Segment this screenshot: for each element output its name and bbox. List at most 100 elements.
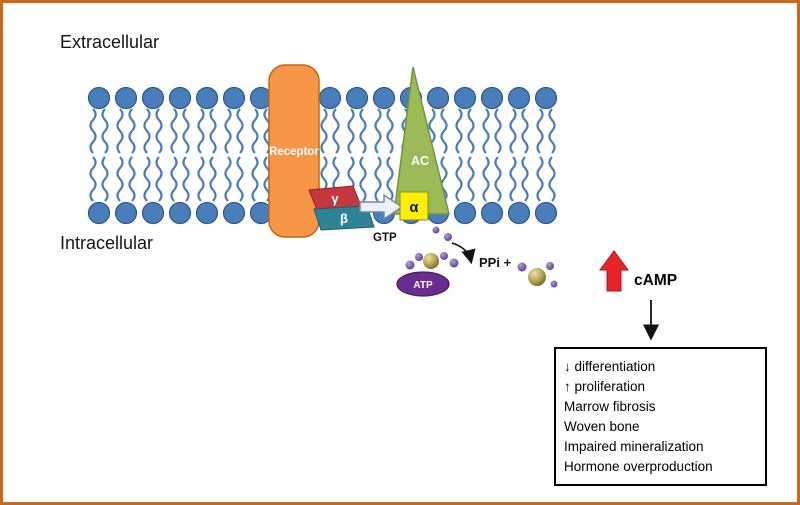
camp-sphere <box>528 268 546 286</box>
effect-item-6: Hormone overproduction <box>564 459 713 474</box>
lipid-tail <box>116 156 124 202</box>
lipid-head <box>168 201 192 225</box>
ac-label: AC <box>411 154 429 168</box>
lipid-tail <box>155 156 163 202</box>
lipid-tail <box>197 156 205 202</box>
lipid-head <box>114 86 138 110</box>
lipid-tail <box>440 156 448 202</box>
lipid-tail <box>143 156 151 202</box>
alpha-label: α <box>410 200 419 216</box>
lipid-tail <box>155 108 163 154</box>
lipid-tail <box>182 156 190 202</box>
lipid-head <box>141 86 165 110</box>
lipid-head <box>480 86 504 110</box>
lipid-tail <box>386 156 394 202</box>
atp-to-ppi-arrow <box>451 242 476 265</box>
lipid-tail <box>101 108 109 154</box>
lipid-tail <box>455 156 463 202</box>
lipid-tail <box>224 156 232 202</box>
phosphate-dot <box>449 258 459 268</box>
lipid-tail <box>128 108 136 154</box>
beta-subunit-shape <box>313 205 375 231</box>
lipid-head <box>507 201 531 225</box>
lipid-head <box>87 201 111 225</box>
lipid-tail <box>116 108 124 154</box>
lipid-tail <box>209 108 217 154</box>
lipid-tail <box>320 108 328 154</box>
effects-box <box>554 347 767 486</box>
lipid-tail <box>236 108 244 154</box>
lipid-tail <box>209 156 217 202</box>
lipid-tail <box>386 108 394 154</box>
lipid-tail <box>521 156 529 202</box>
lipid-tail <box>197 108 205 154</box>
lipid-tail <box>374 156 382 202</box>
intracellular-label: Intracellular <box>60 233 153 253</box>
atp-ellipse <box>396 271 450 297</box>
lipid-head <box>534 201 558 225</box>
lipid-tail <box>347 108 355 154</box>
lipid-tail <box>89 108 97 154</box>
lipid-tail <box>467 108 475 154</box>
lipid-tail <box>521 108 529 154</box>
receptor-label: Receptor <box>269 146 319 158</box>
lipid-tail <box>332 108 340 154</box>
phosphate-dot <box>432 226 440 234</box>
lipid-head <box>534 86 558 110</box>
beta-label: β <box>340 211 348 226</box>
lipid-head <box>114 201 138 225</box>
lipid-tail <box>359 156 367 202</box>
lipid-head <box>372 86 396 110</box>
effect-item-5: Impaired mineralization <box>564 439 704 454</box>
lipid-tail <box>101 156 109 202</box>
atp-label: ATP <box>413 280 433 291</box>
ribose-sphere <box>423 253 439 269</box>
phosphate-dot <box>444 233 452 241</box>
phosphate-dot <box>517 262 527 272</box>
ppi-molecule <box>517 262 558 288</box>
lipid-head <box>345 86 369 110</box>
lipid-tail <box>494 108 502 154</box>
lipid-head <box>453 201 477 225</box>
lipid-tail <box>482 156 490 202</box>
lipid-tail <box>509 156 517 202</box>
alpha-subunit-shape <box>399 191 429 221</box>
lipid-head <box>195 201 219 225</box>
lipid-tail <box>236 156 244 202</box>
phosphate-dot <box>415 253 423 261</box>
lipid-tail <box>170 156 178 202</box>
lipid-tail <box>224 108 232 154</box>
gamma-label: γ <box>331 191 339 206</box>
receptor-shape <box>268 64 320 238</box>
activation-arrow <box>359 193 404 221</box>
phosphate-dot <box>440 252 448 260</box>
lipid-head <box>222 86 246 110</box>
lipid-head <box>480 201 504 225</box>
lipid-tail <box>251 156 259 202</box>
lipid-tail <box>548 156 556 202</box>
effect-item-3: Marrow fibrosis <box>564 399 656 414</box>
atp-molecule: ATP <box>396 252 459 297</box>
lipid-head <box>168 86 192 110</box>
lipid-tail <box>128 156 136 202</box>
extracellular-label: Extracellular <box>60 32 159 52</box>
lipid-head <box>222 201 246 225</box>
lipid-tail <box>182 108 190 154</box>
effect-item-1: ↓ differentiation <box>564 359 655 374</box>
lipid-tail <box>251 108 259 154</box>
diagram-canvas: Extracellular Intracellular Receptor AC … <box>60 32 767 486</box>
lipid-tail <box>494 156 502 202</box>
lipid-tail <box>509 108 517 154</box>
lipid-head <box>195 86 219 110</box>
lipid-head <box>453 86 477 110</box>
lipid-head <box>507 86 531 110</box>
lipid-tail <box>374 108 382 154</box>
lipid-tail <box>548 108 556 154</box>
lipid-tail <box>170 108 178 154</box>
gtp-label: GTP <box>373 232 397 244</box>
lipid-head <box>426 86 450 110</box>
lipid-head <box>141 201 165 225</box>
phosphate-dot <box>550 280 558 288</box>
lipid-tail <box>89 156 97 202</box>
